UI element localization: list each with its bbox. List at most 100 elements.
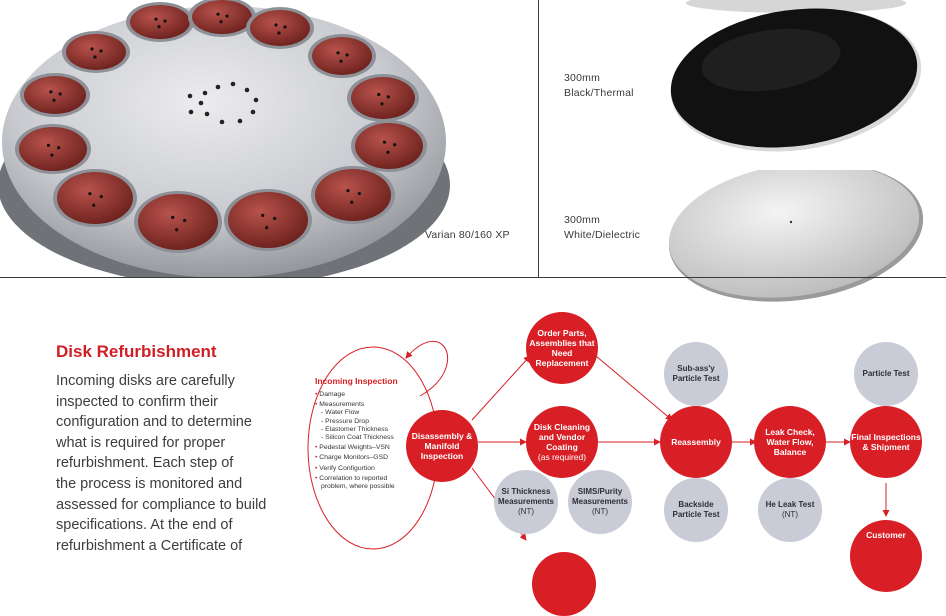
- inspection-subitem: problem, where possible: [321, 483, 395, 491]
- section-body: Incoming disks are carefully inspected t…: [56, 371, 286, 556]
- wafer-pad: [250, 10, 310, 46]
- white-wafer-size: 300mm: [564, 214, 601, 226]
- bullet-icon: •: [315, 464, 320, 472]
- node-label-main: Si Thickness Measurements: [497, 487, 555, 506]
- white-wafer-image: [668, 170, 924, 302]
- node-label-note: (NT): [518, 507, 534, 516]
- node-label: Reassembly: [671, 437, 721, 447]
- body-line: assessed for compliance to build: [56, 496, 267, 513]
- lift-pin-hole: [50, 153, 54, 157]
- node-reassembly: Reassembly: [660, 406, 732, 478]
- lift-pin-hole: [265, 226, 269, 230]
- node-label: Final Inspections & Shipment: [851, 432, 921, 452]
- black-wafer-size: 300mm: [564, 72, 601, 84]
- white-wafer-type: White/Dielectric: [564, 229, 641, 241]
- node-label: Disk Cleaning and Vendor Coating(as requ…: [526, 422, 598, 462]
- node-label: SIMS/Purity Measurements(NT): [568, 487, 632, 517]
- node-he-leak: He Leak Test(NT): [758, 478, 822, 542]
- varian-caption: Varian 80/160 XP: [425, 229, 510, 241]
- node-label: He Leak Test(NT): [766, 500, 815, 520]
- node-label: Sub-ass'y Particle Test: [672, 364, 720, 383]
- node-label: Backside Particle Test: [672, 500, 720, 519]
- lift-pin-hole: [261, 213, 265, 217]
- lift-pin-hole: [183, 218, 187, 223]
- lift-pin-hole: [88, 192, 92, 196]
- node-si-thickness: Si Thickness Measurements(NT): [494, 470, 558, 534]
- inspection-item-label: Pedestal Weights–VSN: [319, 444, 390, 452]
- panel-divider-horizontal: [0, 277, 946, 278]
- bullet-icon: •: [315, 454, 320, 462]
- node-order-parts: Order Parts, Assemblies that Need Replac…: [526, 312, 598, 384]
- lift-pin-hole: [92, 203, 96, 207]
- node-label-main: He Leak Test: [765, 500, 815, 509]
- varian-disk-image: [0, 0, 450, 277]
- lift-pin-hole: [49, 90, 53, 94]
- node-label-main: Disk Cleaning and Vendor Coating: [533, 422, 591, 452]
- lift-pin-hole: [99, 194, 103, 199]
- body-line: inspected to confirm their: [56, 393, 218, 410]
- lift-pin-hole: [274, 23, 278, 27]
- lift-pin-hole: [380, 102, 384, 106]
- node-customer: Customer: [850, 520, 922, 592]
- section-title: Disk Refurbishment: [56, 342, 217, 361]
- body-line: what is required for proper: [56, 434, 226, 451]
- inspection-item-label: Measurements: [319, 401, 365, 409]
- node-label-main: SIMS/Purity Measurements: [571, 487, 629, 506]
- node-final-inspection: Final Inspections & Shipment: [850, 406, 922, 478]
- lift-pin-hole: [377, 92, 381, 97]
- black-wafer-type: Black/Thermal: [564, 87, 634, 99]
- node-label: Si Thickness Measurements(NT): [494, 487, 558, 517]
- wafer-pad: [66, 34, 126, 70]
- node-label-note: (NT): [781, 510, 798, 519]
- lift-pin-hole: [346, 189, 350, 193]
- lift-pin-hole: [393, 143, 397, 147]
- lift-pin-hole: [277, 31, 281, 35]
- lift-pin-hole: [57, 146, 61, 150]
- inspection-item-label: Damage: [319, 391, 345, 398]
- wafer-pad: [192, 0, 252, 34]
- bullet-icon: •: [315, 391, 320, 398]
- node-particle-test: Particle Test: [854, 342, 918, 406]
- body-line: Incoming disks are carefully: [56, 373, 235, 389]
- wafer-pad: [351, 77, 415, 119]
- node-sims: SIMS/Purity Measurements(NT): [568, 470, 632, 534]
- lift-pin-hole: [386, 150, 390, 154]
- node-label: Leak Check, Water Flow, Balance: [765, 427, 815, 457]
- bullet-icon: •: [315, 474, 320, 482]
- wafer-pad: [315, 169, 391, 221]
- lift-pin-hole: [345, 53, 349, 57]
- inspection-title: Incoming Inspection: [315, 376, 398, 386]
- wafer-pad: [57, 172, 133, 224]
- lift-pin-hole: [225, 14, 229, 18]
- lift-pin-hole: [357, 191, 361, 196]
- inspection-item: • Damage: [315, 391, 425, 399]
- node-leak-check: Leak Check, Water Flow, Balance: [754, 406, 826, 478]
- wafer-pad: [228, 192, 308, 248]
- lift-pin-hole: [157, 25, 161, 29]
- bullet-icon: •: [315, 444, 320, 452]
- node-label-note: (NT): [592, 507, 608, 516]
- black-wafer-caption: 300mm Black/Thermal: [564, 71, 634, 101]
- wafer-pad: [130, 5, 190, 39]
- lift-pin-hole: [273, 216, 277, 221]
- body-line: refurbishment a Certificate of: [56, 537, 243, 554]
- body-line: specifications. At the end of: [56, 517, 233, 534]
- lift-pin-hole: [382, 140, 387, 144]
- inspection-subitem: - Water Flow: [321, 409, 360, 417]
- inspection-item-label: Charge Monitors–GSD: [319, 454, 389, 462]
- node-subassy-particle: Sub-ass'y Particle Test: [664, 342, 728, 406]
- lift-pin-hole: [175, 228, 179, 232]
- lift-pin-hole: [350, 200, 354, 204]
- lift-pin-hole: [90, 47, 94, 51]
- inspection-item: • Charge Monitors–GSD: [315, 454, 425, 462]
- inspection-subitem: - Silicon Coat Thickness: [321, 434, 394, 442]
- inspection-item: • Verify Configurtion: [315, 465, 425, 473]
- lift-pin-hole: [171, 215, 175, 219]
- body-line: the process is monitored and: [56, 475, 243, 492]
- lift-pin-hole: [99, 49, 103, 53]
- lift-pin-hole: [336, 51, 340, 55]
- body-line: configuration and to determine: [56, 414, 252, 431]
- panel-divider-vertical: [538, 0, 539, 278]
- lift-pin-hole: [93, 55, 97, 59]
